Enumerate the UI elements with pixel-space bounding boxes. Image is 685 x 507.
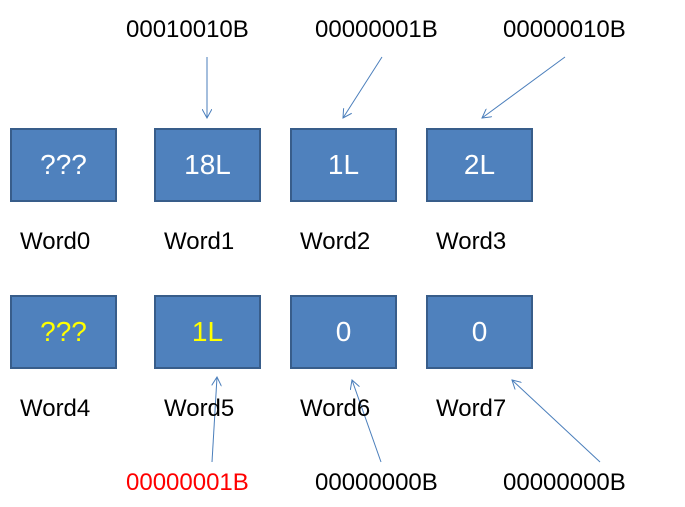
word1-box: 18L: [154, 128, 261, 202]
arrow-word5: [212, 377, 217, 463]
word5-box: 1L: [154, 295, 261, 369]
word0-box: ???: [10, 128, 117, 202]
arrow-word7: [512, 380, 601, 463]
word4-label: Word4: [20, 395, 91, 422]
arrow-word2: [343, 56, 383, 118]
top-label-word2: 00000001B: [315, 16, 438, 43]
word3-box: 2L: [426, 128, 533, 202]
arrow-word6: [352, 380, 382, 463]
bottom-label-word5: 00000001B: [126, 469, 249, 496]
word2-label: Word2: [300, 228, 371, 255]
word3-label: Word3: [436, 228, 507, 255]
word7-box: 0: [426, 295, 533, 369]
top-label-word3: 00000010B: [503, 16, 626, 43]
word1-label: Word1: [164, 228, 235, 255]
word5-label: Word5: [164, 395, 235, 422]
top-label-word1: 00010010B: [126, 16, 249, 43]
bottom-label-word7: 00000000B: [503, 469, 626, 496]
word4-box: ???: [10, 295, 117, 369]
bottom-label-word6: 00000000B: [315, 469, 438, 496]
arrow-word3: [482, 56, 566, 118]
word6-box: 0: [290, 295, 397, 369]
word6-label: Word6: [300, 395, 371, 422]
word2-box: 1L: [290, 128, 397, 202]
word0-label: Word0: [20, 228, 91, 255]
word7-label: Word7: [436, 395, 507, 422]
